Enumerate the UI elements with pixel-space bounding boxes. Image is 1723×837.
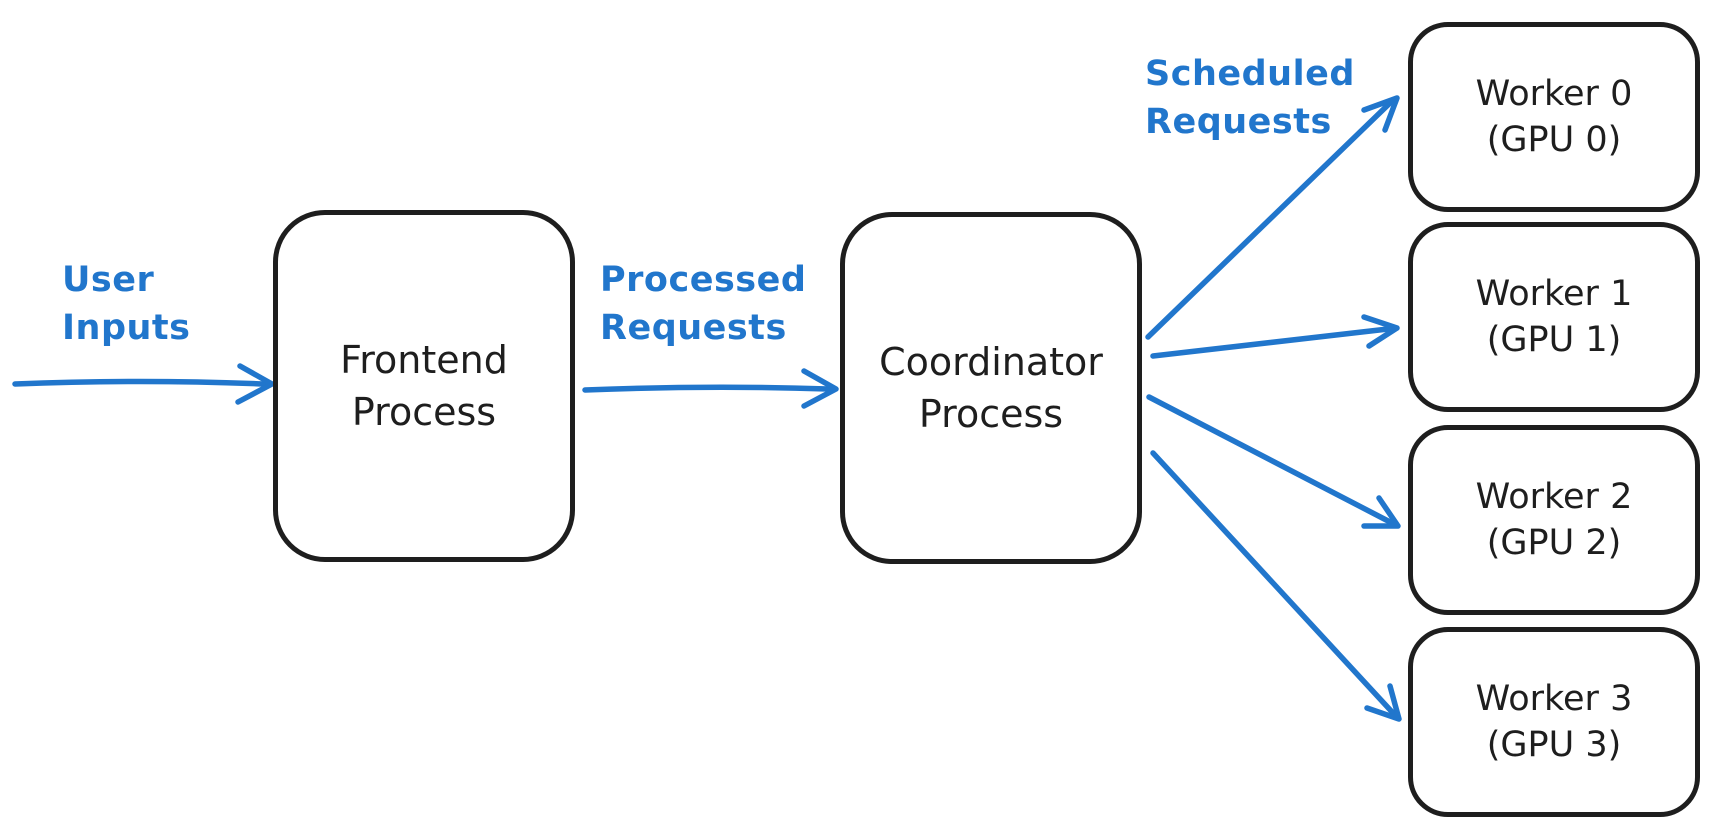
node-worker-1-label-line1: Worker 1 bbox=[1475, 274, 1633, 314]
node-worker-1: Worker 1 (GPU 1) bbox=[1408, 222, 1700, 412]
label-user-inputs: User Inputs bbox=[62, 256, 190, 352]
label-scheduled-requests: Scheduled Requests bbox=[1145, 50, 1355, 146]
arrow-to-worker-3 bbox=[1150, 450, 1402, 722]
node-worker-2: Worker 2 (GPU 2) bbox=[1408, 425, 1700, 615]
label-processed-requests-line2: Requests bbox=[600, 308, 787, 348]
node-worker-2-label-line1: Worker 2 bbox=[1475, 477, 1633, 517]
arrow-to-worker-1 bbox=[1150, 314, 1400, 359]
node-worker-3-label-line2: (GPU 3) bbox=[1486, 725, 1622, 765]
node-worker-1-label-line2: (GPU 1) bbox=[1486, 320, 1622, 360]
node-frontend-label-line1: Frontend bbox=[340, 338, 508, 382]
label-scheduled-requests-line1: Scheduled bbox=[1145, 54, 1355, 94]
node-coordinator-process: Coordinator Process bbox=[840, 212, 1142, 564]
node-worker-3: Worker 3 (GPU 3) bbox=[1408, 627, 1700, 817]
node-worker-0: Worker 0 (GPU 0) bbox=[1408, 22, 1700, 212]
node-frontend-process: Frontend Process bbox=[273, 210, 575, 562]
node-coordinator-label-line2: Process bbox=[918, 392, 1064, 436]
label-processed-requests-line1: Processed bbox=[600, 260, 807, 300]
label-scheduled-requests-line2: Requests bbox=[1145, 102, 1332, 142]
label-user-inputs-line1: User bbox=[62, 260, 155, 300]
node-worker-0-label-line2: (GPU 0) bbox=[1486, 120, 1622, 160]
arrow-user-inputs bbox=[12, 363, 275, 405]
node-worker-3-label-line1: Worker 3 bbox=[1475, 679, 1633, 719]
node-worker-0-label-line1: Worker 0 bbox=[1475, 74, 1633, 114]
node-worker-2-label-line2: (GPU 2) bbox=[1486, 523, 1622, 563]
arrow-to-worker-2 bbox=[1146, 394, 1401, 529]
node-coordinator-label-line1: Coordinator bbox=[879, 340, 1103, 384]
label-user-inputs-line2: Inputs bbox=[62, 308, 191, 348]
label-processed-requests: Processed Requests bbox=[600, 256, 806, 352]
arrow-processed-requests bbox=[582, 368, 839, 409]
node-frontend-label-line2: Process bbox=[351, 390, 497, 434]
